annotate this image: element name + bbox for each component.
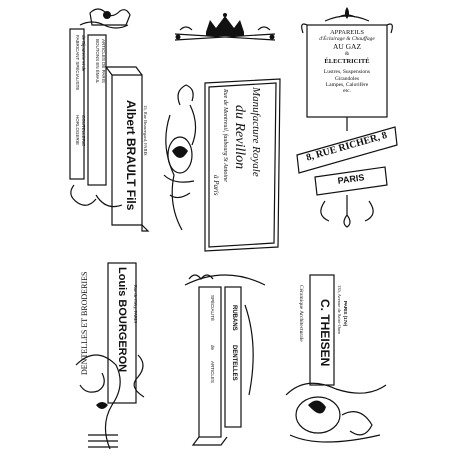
brault-ornament: [69, 8, 150, 232]
rubans-line-1: de: [210, 345, 215, 351]
rubans-line-4: DENTELLES: [231, 345, 237, 381]
revillon-label: Manufacture Royale du Revillon Rue de Mo…: [150, 75, 285, 255]
rubans-label: SPÉCIALITÉ de ARTICLES RUBANS DENTELLES: [175, 265, 275, 450]
revillon-line-4: à Paris: [212, 175, 220, 196]
theisen-name: C. THEISEN: [318, 299, 332, 367]
rubans-line-0: SPÉCIALITÉ: [210, 295, 215, 322]
richer-label: APPAREILS d'Éclairage & Chauffage AU GAZ…: [295, 5, 400, 230]
richer-h3: &: [344, 51, 350, 58]
revillon-line-1: Manufacture Royale: [250, 87, 262, 177]
theisen-subtitle: Céramique Architecturale: [298, 285, 304, 342]
theisen-label: Céramique Architecturale C. THEISEN 135,…: [280, 265, 395, 450]
richer-h2: AU GAZ: [332, 41, 362, 51]
revillon-ornament: [163, 78, 281, 252]
theisen-ornament: [285, 274, 387, 443]
revillon-line-2: du Revillon: [232, 105, 247, 170]
brault-line-6: 15, Rue Beauregard, PARIS: [143, 105, 148, 156]
brault-line-4: HORLOGERIE: [75, 115, 80, 146]
richer-header: APPAREILS d'Éclairage & Chauffage AU GAZ…: [307, 29, 387, 94]
richer-h7: Lampes, Calorifère: [325, 81, 369, 88]
theisen-address: 135, Avenue de Saint-Ouen: [337, 285, 342, 335]
brault-line-5: COUTELLERIE: [81, 115, 86, 147]
richer-h0: APPAREILS: [329, 29, 365, 36]
revillon-line-3: Rue de Montreuil, faubourg St Antoine: [222, 89, 228, 182]
richer-h8: etc.: [343, 88, 351, 95]
crown-icon: [174, 13, 276, 41]
bourgeron-address: Rue de Cléry, PARIS: [133, 285, 138, 324]
bourgeron-title: DENTELLES ET BRODERIES: [80, 271, 89, 375]
brault-line-2: BOUTONS EN ÉMAIL: [95, 39, 100, 84]
theisen-city: PARIS (17e): [343, 301, 348, 327]
crown-ornament: [170, 10, 280, 50]
brault-label: FABRICANT SPÉCIALISTE de Bijouterie et d…: [60, 5, 155, 235]
rubans-line-3: RUBANS: [231, 305, 237, 331]
bourgeron-label: DENTELLES ET BRODERIES Louis BOURGERON R…: [68, 255, 163, 455]
rubans-ornament: [184, 274, 266, 446]
richer-h6: Girandoles: [334, 75, 360, 82]
richer-ornament: [296, 7, 398, 228]
bourgeron-ornament: [75, 262, 145, 450]
richer-h1: d'Éclairage & Chauffage: [319, 36, 375, 43]
brault-line-1: de Bijouterie et de: [81, 35, 86, 72]
richer-h5: Lustres, Suspensions: [323, 69, 371, 76]
brault-name: Albert BRAULT Fils: [124, 100, 138, 211]
bourgeron-name: Louis BOURGERON: [116, 267, 128, 373]
richer-h4: ÉLECTRICITÉ: [324, 57, 370, 65]
brault-line-3: ARTICLES DE PARIS: [101, 39, 106, 83]
rubans-line-2: ARTICLES: [210, 361, 215, 383]
brault-line-0: FABRICANT SPÉCIALISTE: [75, 35, 80, 91]
